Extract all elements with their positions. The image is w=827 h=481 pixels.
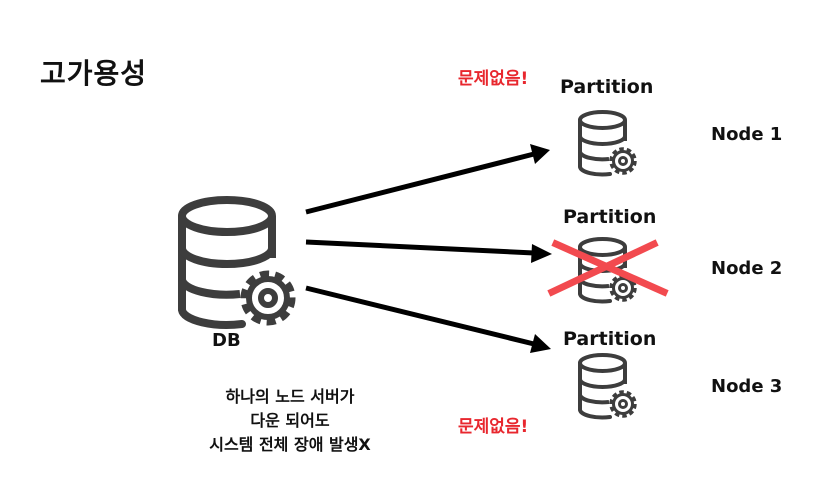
arrow-to-node-1 [305, 144, 550, 215]
node-label-2: Node 2 [711, 258, 783, 279]
status-ok-top: 문제없음! [458, 69, 529, 89]
db-label: DB [212, 330, 241, 351]
arrow-to-node-3 [305, 285, 551, 353]
partition-label-1: Partition [560, 76, 654, 98]
node-label-3: Node 3 [711, 376, 783, 397]
caption-line-3: 시스템 전체 장애 발생X [209, 435, 371, 454]
status-ok-bottom: 문제없음! [458, 417, 529, 437]
partition-icon-3 [578, 353, 637, 420]
caption-line-2: 다운 되어도 [250, 411, 330, 430]
caption: 하나의 노드 서버가 다운 되어도 시스템 전체 장애 발생X [190, 385, 390, 457]
partition-label-2: Partition [563, 206, 657, 228]
caption-line-1: 하나의 노드 서버가 [225, 387, 355, 406]
partition-label-3: Partition [563, 328, 657, 350]
node-label-1: Node 1 [711, 124, 783, 145]
arrow-to-node-2 [305, 239, 552, 263]
db-icon [182, 200, 292, 325]
page-title: 고가용성 [40, 57, 148, 90]
partition-icon-1 [578, 110, 637, 177]
failure-x-mark [547, 239, 669, 297]
